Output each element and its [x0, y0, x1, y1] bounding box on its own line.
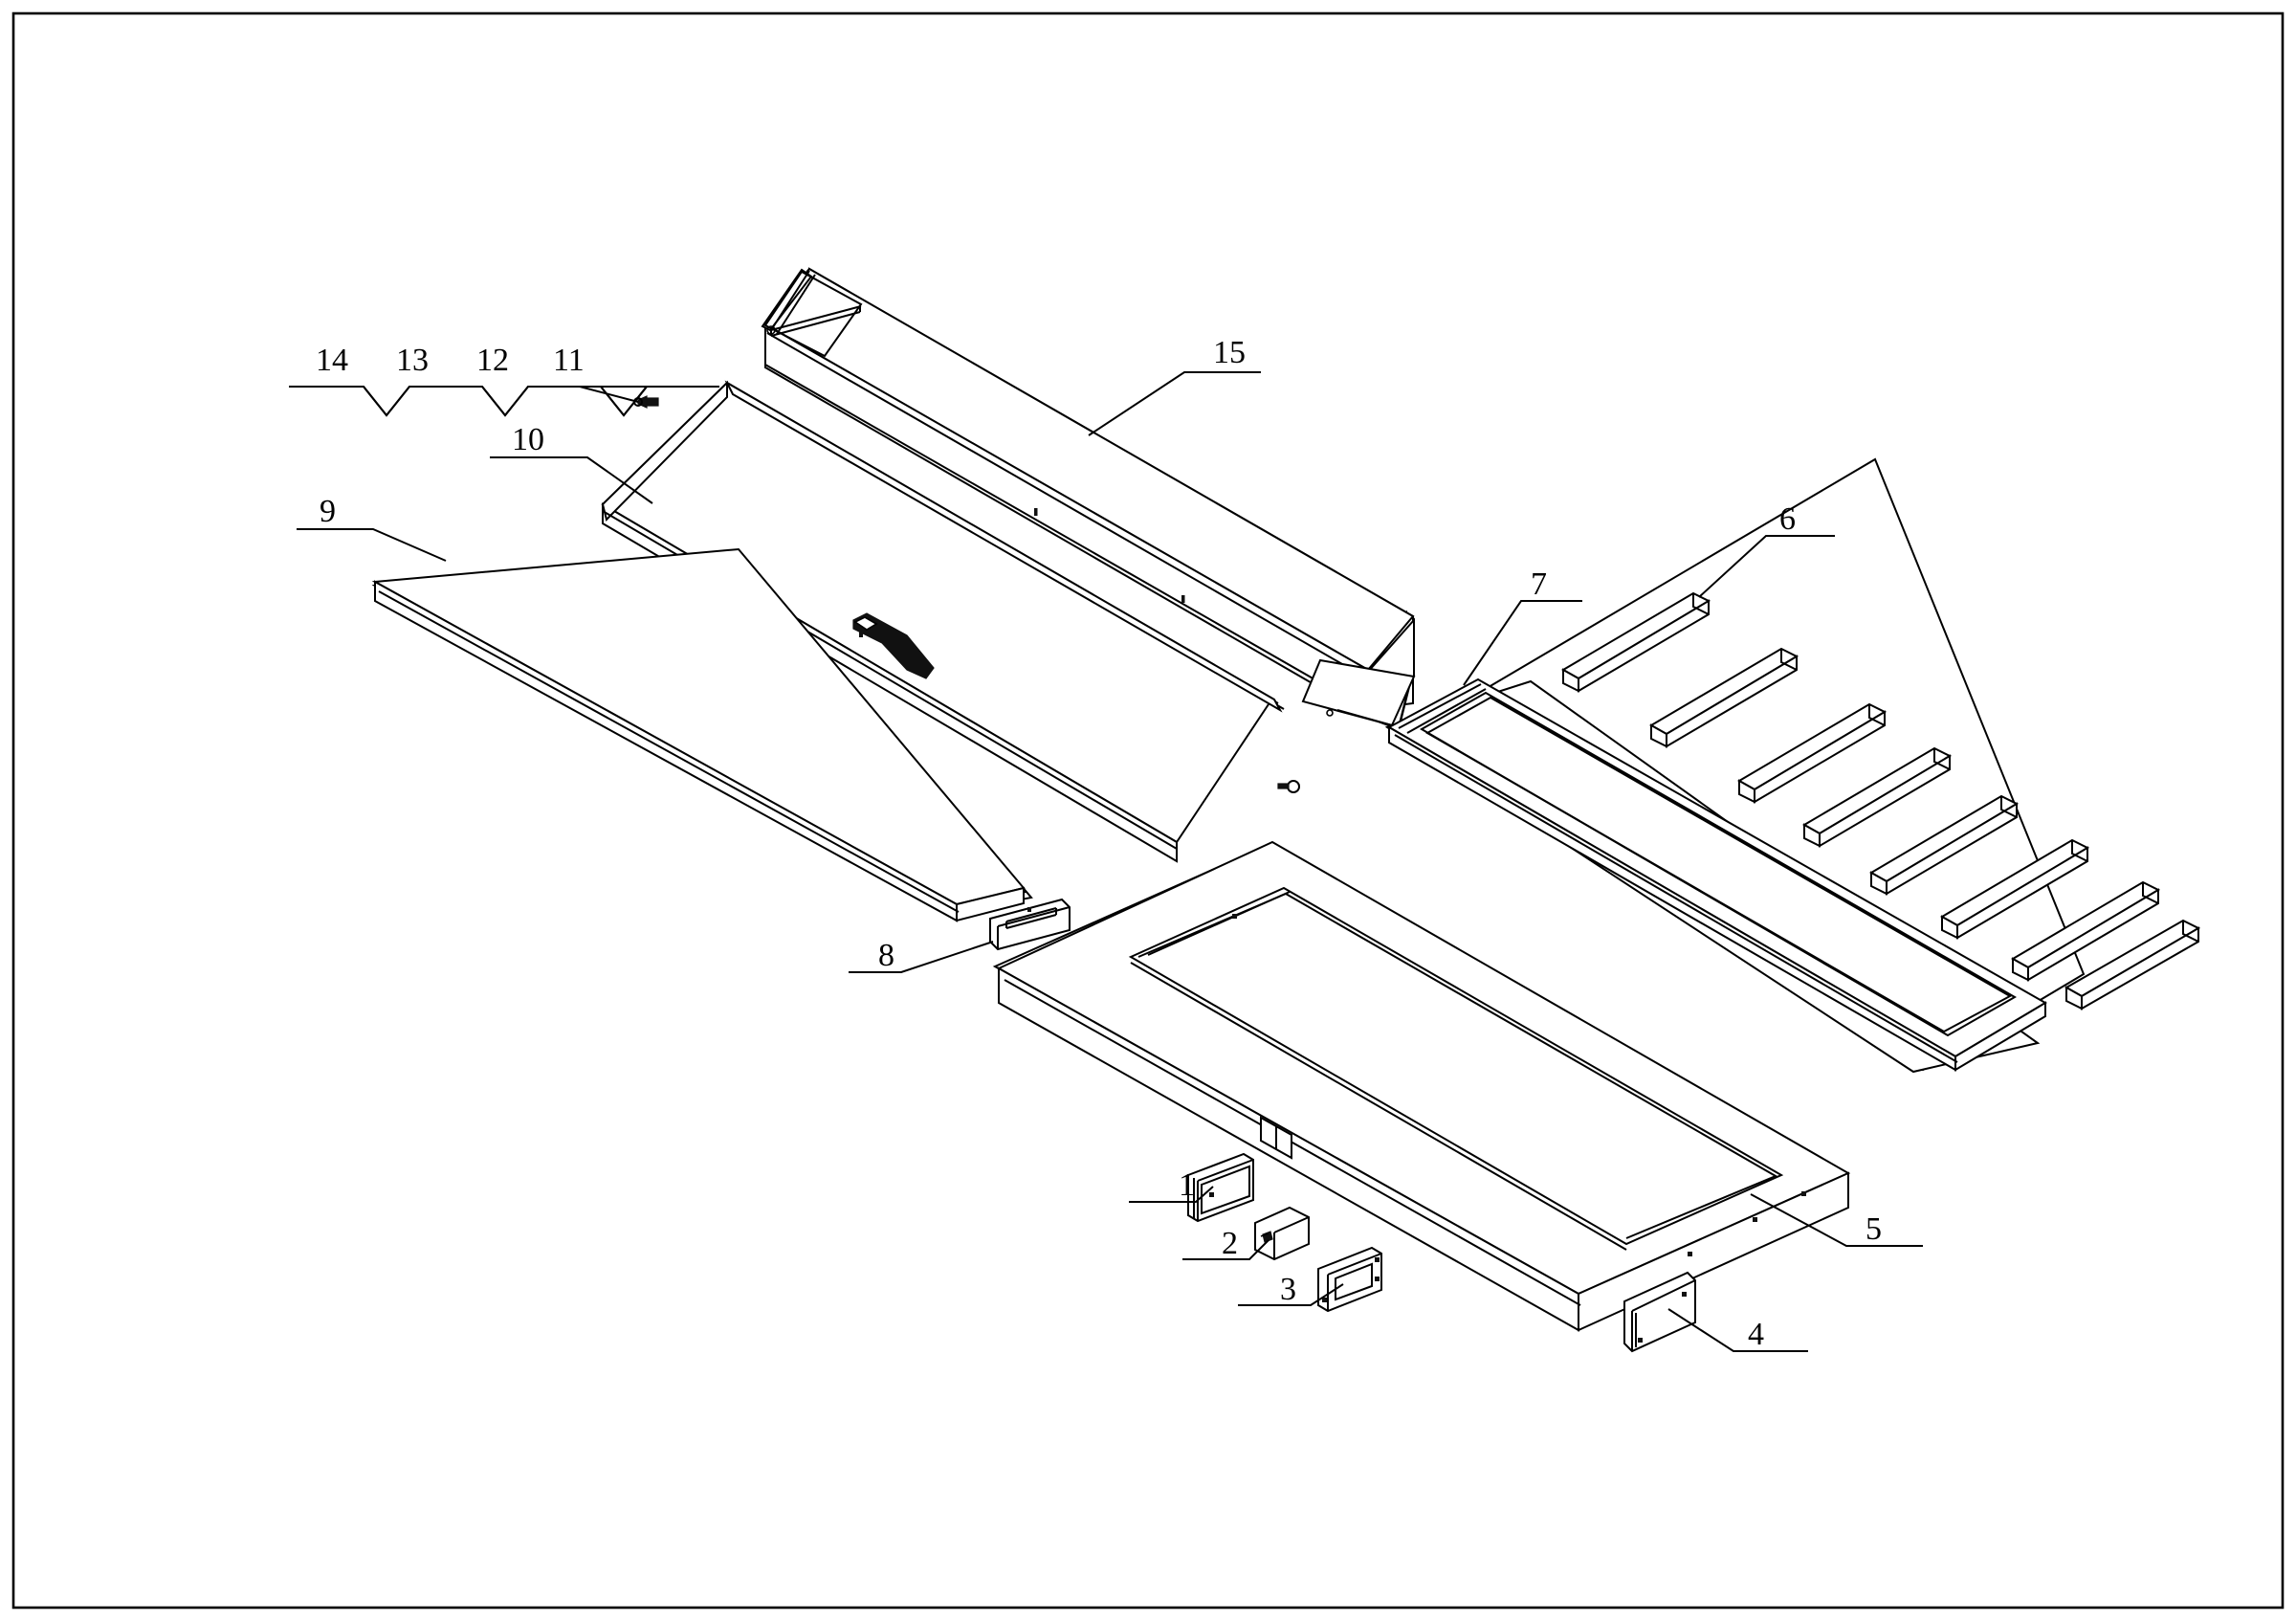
fastener-screw-small-2	[1277, 780, 1300, 793]
hood-hole	[1034, 508, 1038, 516]
callout-1: 1	[1179, 1167, 1195, 1203]
part-cover-plate	[1187, 1152, 1254, 1223]
slat-bar	[2010, 880, 2161, 982]
slat-bar	[1648, 647, 1799, 748]
hood-hole	[1181, 595, 1185, 603]
leader-4	[1667, 1308, 1808, 1352]
part-long-flat-panel	[371, 547, 1033, 922]
part-hood-canopy	[761, 267, 1416, 731]
slat-bar	[1560, 591, 1711, 693]
slat-bar	[2064, 919, 2201, 1010]
callout-3: 3	[1280, 1272, 1296, 1307]
slat-bar	[1868, 794, 2020, 896]
leader-10	[490, 456, 653, 504]
callout-5: 5	[1866, 1211, 1882, 1247]
leader-3	[1238, 1283, 1344, 1306]
part-end-bracket	[1623, 1271, 1696, 1353]
callout-6: 6	[1779, 501, 1796, 537]
leader-7	[1463, 600, 1582, 686]
callout-4: 4	[1748, 1317, 1764, 1352]
callout-9: 9	[320, 494, 336, 529]
slat-bar	[1736, 702, 1888, 804]
callout-10: 10	[512, 422, 544, 457]
leader-8	[849, 941, 994, 973]
callout-14: 14	[316, 343, 348, 378]
slat-bar	[1939, 838, 2090, 940]
callout-8: 8	[878, 938, 894, 973]
callout-11: 11	[553, 343, 585, 378]
leader-2	[1182, 1239, 1269, 1260]
part-slat-bars	[1560, 591, 2201, 1010]
part-connector-box	[1254, 1206, 1310, 1261]
part-bezel-plate	[1317, 1246, 1382, 1313]
leader-1	[1129, 1186, 1214, 1203]
sheet-border	[11, 11, 2285, 1610]
leader-zigzag-fasteners	[289, 386, 650, 417]
leader-6	[1698, 535, 1835, 598]
leader-5	[1750, 1193, 1923, 1247]
callout-7: 7	[1531, 566, 1547, 602]
callout-12: 12	[476, 343, 509, 378]
callout-2: 2	[1222, 1226, 1238, 1261]
callout-15: 15	[1213, 335, 1246, 370]
callout-13: 13	[396, 343, 429, 378]
slat-bar	[1801, 746, 1953, 848]
leader-15	[1088, 371, 1261, 436]
leader-9	[297, 528, 447, 562]
